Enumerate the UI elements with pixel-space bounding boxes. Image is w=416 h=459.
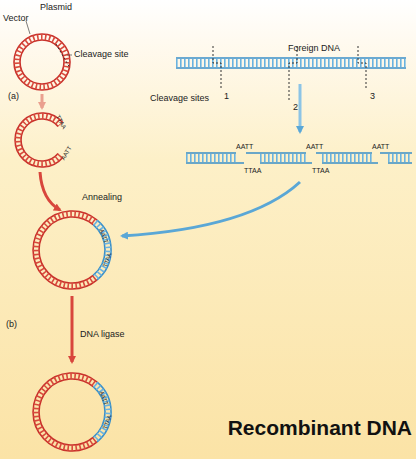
opened-plasmid <box>15 113 63 167</box>
foreign-dna <box>176 58 406 68</box>
part-label: Cleavage site <box>74 50 129 59</box>
cleavage-lines <box>213 46 366 100</box>
step-label: Annealing <box>82 193 122 202</box>
base-sequence: AATT <box>60 145 73 161</box>
dna-fragments <box>186 153 412 163</box>
part-label: Vector <box>3 14 29 23</box>
part-label: Plasmid <box>40 3 72 12</box>
base-sequence: TTAA <box>102 252 113 268</box>
panel-label: (b) <box>6 320 17 329</box>
part-label: Cleavage sites <box>150 94 209 103</box>
base-sequence: AATT <box>236 143 253 150</box>
base-sequence: TTAA <box>312 167 329 174</box>
caption: Recombinant DNA <box>228 417 412 438</box>
annealed-plasmid <box>33 211 111 289</box>
recombinant-plasmid <box>33 373 111 451</box>
base-sequence: TTAA <box>55 114 68 130</box>
base-sequence: AATT <box>306 143 323 150</box>
panel-label: (a) <box>8 92 19 101</box>
part-label: Foreign DNA <box>288 44 340 53</box>
base-sequence: TTAA <box>244 167 261 174</box>
base-sequence: TTAA <box>102 414 113 430</box>
base-sequence: AATT <box>98 390 109 406</box>
callout-number: 1 <box>224 92 229 101</box>
step-label: DNA ligase <box>80 330 125 339</box>
plasmid <box>14 34 70 90</box>
callout-number: 2 <box>293 103 298 112</box>
callout-number: 3 <box>370 92 375 101</box>
base-sequence: AATT <box>98 228 109 244</box>
base-sequence: AATT <box>372 143 389 150</box>
